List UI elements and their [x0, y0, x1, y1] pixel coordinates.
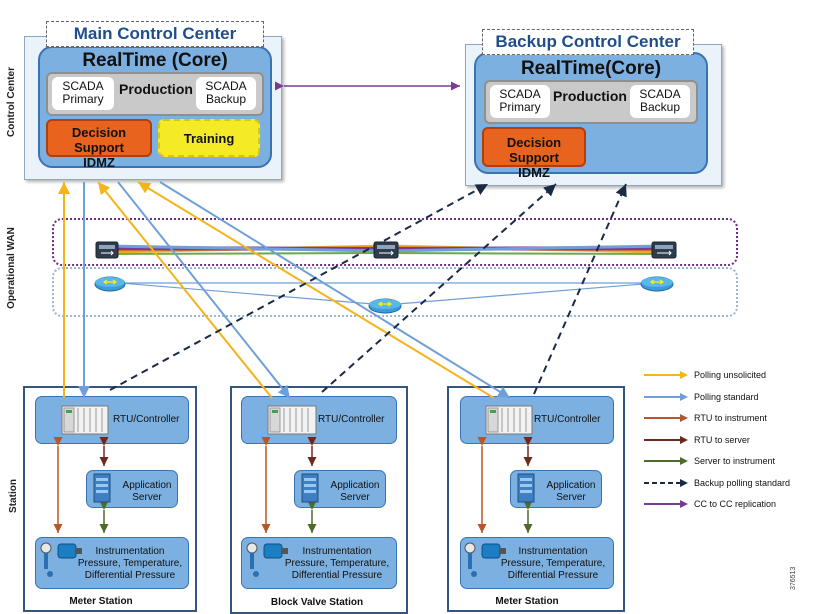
legend-item: Polling unsolicited — [642, 369, 812, 383]
legend-swatch — [644, 478, 688, 487]
legend-swatch — [644, 457, 688, 465]
main-cc-title: Main Control Center — [46, 21, 264, 47]
legend-item: Server to instrument — [642, 455, 812, 469]
switch-icon — [640, 276, 674, 292]
backup-cc-title: Backup Control Center — [482, 29, 694, 55]
station1-rtu-label: RTU/Controller — [113, 414, 180, 425]
legend-swatch — [644, 414, 688, 422]
legend-swatch — [644, 500, 688, 508]
station3-name: Meter Station — [495, 596, 559, 607]
legend-label: Backup polling standard — [694, 477, 791, 488]
router-icon — [651, 241, 677, 259]
legend-swatch — [644, 435, 688, 444]
main-training-box: Training — [158, 119, 260, 157]
legend-item: RTU to instrument — [642, 412, 812, 426]
legend-swatch — [644, 371, 688, 379]
station1-rtu-controller — [35, 396, 189, 444]
station2-name: Block Valve Station — [270, 597, 364, 608]
legend-item: CC to CC replication — [642, 498, 812, 512]
legend-item: Polling standard — [642, 391, 812, 405]
rtu-rack-icon — [61, 405, 109, 435]
backup-production-label: Production — [553, 88, 627, 104]
backup-polling-links — [109, 183, 627, 395]
station3-internal-links — [477, 437, 533, 533]
router-icon — [95, 241, 119, 259]
station2-internal-links — [261, 437, 317, 533]
legend-item: Backup polling standard — [642, 477, 812, 491]
rtu-rack-icon — [485, 405, 533, 435]
main-production-label: Production — [119, 81, 193, 97]
instrument-icon — [464, 542, 506, 577]
legend-label: Polling standard — [694, 391, 759, 402]
legend-label: RTU to instrument — [694, 413, 767, 423]
rtu-rack-icon — [267, 405, 317, 435]
main-core-title: RealTime (Core) — [82, 50, 228, 71]
legend-label: CC to CC replication — [694, 499, 777, 509]
server-icon — [517, 473, 535, 503]
server-icon — [301, 473, 319, 503]
polling-unsolicited-links — [58, 181, 495, 399]
backup-core-title: RealTime(Core) — [520, 58, 662, 79]
instrument-icon — [246, 542, 288, 577]
figure-number: 376513 — [790, 566, 797, 590]
switch-icon — [94, 276, 126, 292]
legend-label: RTU to server — [694, 434, 750, 445]
station1-name: Meter Station — [69, 596, 133, 607]
wan-router-ring — [52, 218, 738, 266]
router-icon — [373, 241, 399, 259]
station3-rtu-label: RTU/Controller — [534, 414, 601, 425]
polling-standard-links — [78, 181, 511, 399]
instrument-icon — [40, 542, 82, 577]
wan-switch-links — [119, 282, 656, 306]
legend-label: Server to instrument — [694, 456, 776, 466]
legend-item: RTU to server — [642, 434, 812, 448]
station2-rtu-label: RTU/Controller — [318, 414, 385, 425]
station2-rtu-controller — [241, 396, 397, 444]
wan-switch-ring — [52, 267, 738, 317]
station1-internal-links — [53, 437, 109, 533]
switch-icon — [368, 298, 402, 314]
legend-swatch — [644, 392, 688, 401]
server-icon — [93, 473, 111, 503]
legend-label: Polling unsolicited — [694, 370, 767, 380]
